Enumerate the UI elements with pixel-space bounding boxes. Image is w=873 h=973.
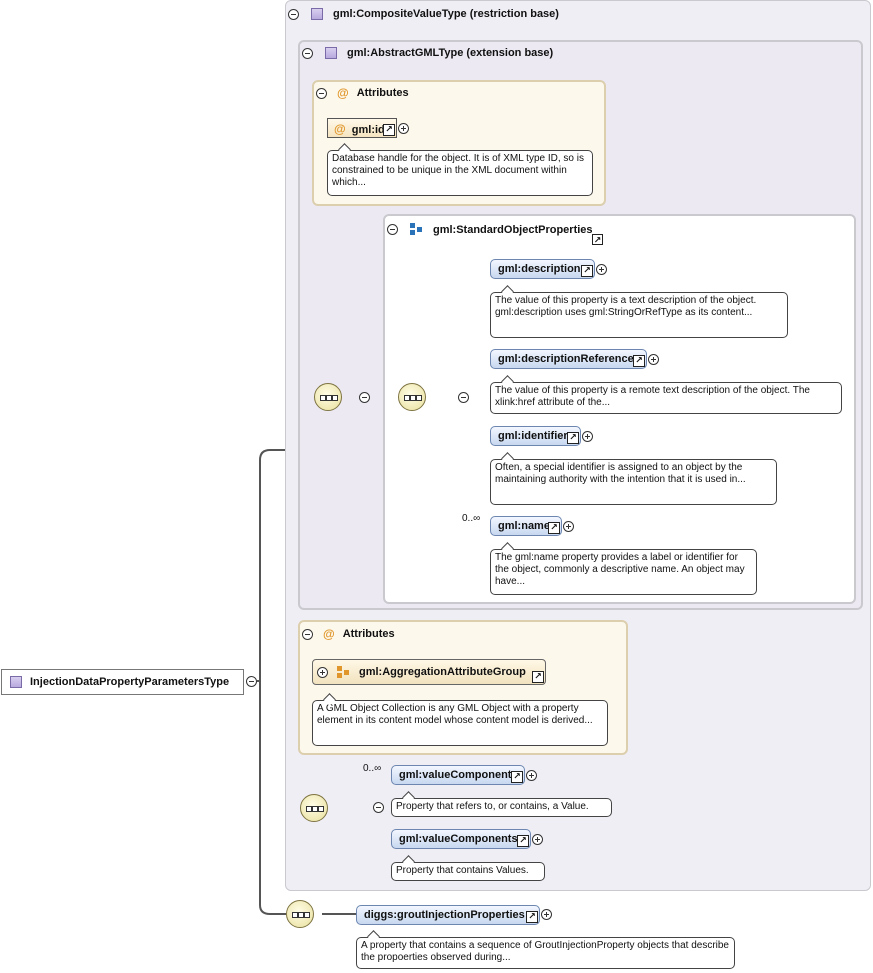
attribute-icon: @ bbox=[334, 122, 346, 136]
jump-icon[interactable]: ↗ bbox=[517, 835, 529, 847]
outer-attributes-header[interactable]: @ Attributes bbox=[302, 627, 395, 641]
expand-icon[interactable] bbox=[563, 521, 574, 532]
gml-id-label: gml:id bbox=[351, 124, 385, 136]
cardinality-label: 0..∞ bbox=[462, 513, 481, 524]
jump-icon[interactable]: ↗ bbox=[592, 234, 603, 245]
collapse-icon[interactable] bbox=[359, 392, 371, 403]
element-label: gml:valueComponents bbox=[399, 833, 518, 845]
collapse-icon[interactable] bbox=[458, 392, 470, 403]
standard-props-header[interactable]: gml:StandardObjectProperties bbox=[387, 223, 593, 236]
attribute-icon: @ bbox=[337, 86, 349, 100]
inner-attributes-header[interactable]: @ Attributes bbox=[316, 86, 409, 100]
element-label: gml:valueComponent bbox=[399, 769, 512, 781]
complex-type-icon bbox=[10, 676, 22, 688]
attribute-icon: @ bbox=[323, 627, 335, 641]
expand-icon[interactable] bbox=[648, 354, 659, 365]
collapse-icon[interactable] bbox=[302, 628, 313, 640]
aggregation-attribute-group[interactable]: gml:AggregationAttributeGroup ↗ bbox=[312, 659, 546, 685]
jump-icon[interactable]: ↗ bbox=[548, 522, 560, 534]
element-gml-value-component[interactable]: gml:valueComponent ↗ bbox=[391, 765, 525, 785]
expand-icon[interactable] bbox=[596, 264, 607, 275]
element-label: gml:name bbox=[498, 520, 550, 532]
standard-props-label: gml:StandardObjectProperties bbox=[433, 223, 593, 236]
expand-icon[interactable] bbox=[532, 834, 543, 845]
jump-icon[interactable]: ↗ bbox=[581, 265, 593, 277]
expand-icon[interactable] bbox=[317, 667, 328, 678]
collapse-icon[interactable] bbox=[316, 87, 327, 99]
collapse-icon[interactable] bbox=[288, 8, 299, 20]
element-gml-identifier[interactable]: gml:identifier ↗ bbox=[490, 426, 581, 446]
expand-icon[interactable] bbox=[398, 123, 409, 134]
element-gml-value-components[interactable]: gml:valueComponents ↗ bbox=[391, 829, 531, 849]
expand-icon[interactable] bbox=[541, 909, 552, 920]
jump-icon[interactable]: ↗ bbox=[511, 771, 523, 783]
abstract-base-label: gml:AbstractGMLType (extension base) bbox=[347, 47, 554, 59]
gml-id-attribute[interactable]: @ gml:id ↗ bbox=[327, 118, 397, 138]
collapse-icon[interactable] bbox=[387, 224, 398, 235]
root-type-label: InjectionDataPropertyParametersType bbox=[30, 676, 230, 688]
element-description: The value of this property is a remote t… bbox=[490, 382, 842, 414]
complex-type-icon bbox=[325, 47, 337, 59]
sequence-compositor-icon[interactable] bbox=[398, 383, 426, 411]
composite-base-label: gml:CompositeValueType (restriction base… bbox=[333, 8, 559, 20]
element-gml-description[interactable]: gml:description ↗ bbox=[490, 259, 595, 279]
sequence-compositor-icon[interactable] bbox=[314, 383, 342, 411]
jump-icon[interactable]: ↗ bbox=[532, 671, 544, 683]
attribute-group-label: gml:AggregationAttributeGroup bbox=[359, 666, 526, 678]
element-description: Property that contains Values. bbox=[391, 862, 545, 881]
element-gml-name[interactable]: gml:name ↗ bbox=[490, 516, 562, 536]
attribute-group-icon bbox=[337, 666, 350, 679]
element-description: The gml:name property provides a label o… bbox=[490, 549, 757, 595]
element-gml-description-reference[interactable]: gml:descriptionReference ↗ bbox=[490, 349, 647, 369]
expand-icon[interactable] bbox=[582, 431, 593, 442]
collapse-icon[interactable] bbox=[373, 802, 385, 813]
complex-type-icon bbox=[311, 8, 323, 20]
cardinality-label: 0..∞ bbox=[363, 763, 382, 774]
sequence-compositor-icon[interactable] bbox=[286, 900, 314, 928]
element-label: gml:identifier bbox=[498, 430, 568, 442]
element-label: gml:descriptionReference bbox=[498, 353, 634, 365]
gml-id-description: Database handle for the object. It is of… bbox=[327, 150, 593, 196]
element-description: Often, a special identifier is assigned … bbox=[490, 459, 777, 505]
root-collapse-icon[interactable] bbox=[246, 676, 257, 687]
attribute-group-description: A GML Object Collection is any GML Objec… bbox=[312, 700, 608, 746]
collapse-icon[interactable] bbox=[302, 47, 313, 59]
element-grout-injection-properties[interactable]: diggs:groutInjectionProperties ↗ bbox=[356, 905, 540, 925]
group-icon bbox=[410, 223, 423, 236]
inner-attributes-title: Attributes bbox=[356, 87, 409, 99]
outer-attributes-title: Attributes bbox=[342, 628, 395, 640]
jump-icon[interactable]: ↗ bbox=[633, 355, 645, 367]
element-description: Property that refers to, or contains, a … bbox=[391, 798, 612, 817]
abstract-base-header[interactable]: gml:AbstractGMLType (extension base) bbox=[302, 47, 553, 59]
element-description: A property that contains a sequence of G… bbox=[356, 937, 735, 969]
root-type[interactable]: InjectionDataPropertyParametersType bbox=[1, 669, 244, 695]
element-description: The value of this property is a text des… bbox=[490, 292, 788, 338]
element-label: gml:description bbox=[498, 263, 581, 275]
sequence-compositor-icon[interactable] bbox=[300, 794, 328, 822]
composite-base-header[interactable]: gml:CompositeValueType (restriction base… bbox=[288, 8, 559, 20]
expand-icon[interactable] bbox=[526, 770, 537, 781]
jump-icon[interactable]: ↗ bbox=[526, 911, 538, 923]
jump-icon[interactable]: ↗ bbox=[567, 432, 579, 444]
jump-icon[interactable]: ↗ bbox=[383, 124, 395, 136]
element-label: diggs:groutInjectionProperties bbox=[364, 909, 525, 921]
